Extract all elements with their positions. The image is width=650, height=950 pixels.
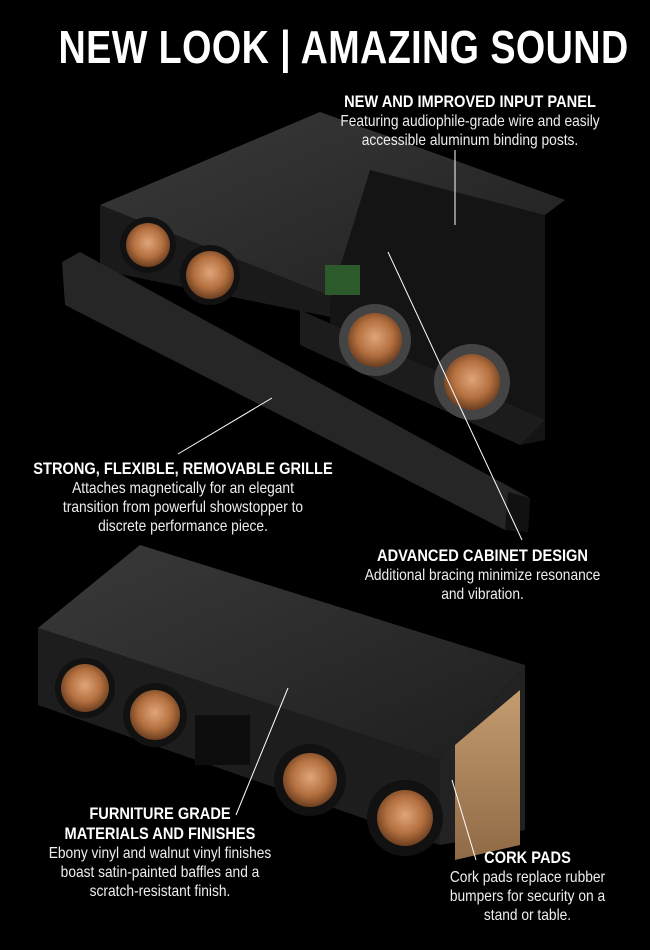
callout-lines (177, 150, 523, 861)
callout-heading: MATERIALS AND FINISHES (64, 824, 256, 843)
woofer-3 (348, 313, 402, 367)
top-speaker-cabinet (100, 112, 565, 445)
callout-heading: STRONG, FLEXIBLE, REMOVABLE GRILLE (33, 459, 333, 478)
callout-grille: STRONG, FLEXIBLE, REMOVABLE GRILLE Attac… (33, 459, 333, 535)
cork-line (451, 779, 477, 861)
callout-input-panel: NEW AND IMPROVED INPUT PANEL Featuring a… (324, 92, 616, 150)
crossover-board (325, 265, 360, 295)
cabinet-top-face-bottom (38, 545, 525, 760)
page-title: NEW LOOK | AMAZING SOUND (58, 21, 629, 73)
cabinet-line (387, 251, 523, 541)
callout-heading: FURNITURE GRADE (89, 804, 231, 823)
callout-heading: NEW AND IMPROVED INPUT PANEL (344, 92, 596, 111)
woofer-2 (186, 251, 234, 299)
callout-heading: CORK PADS (484, 848, 571, 867)
callout-furniture: FURNITURE GRADE MATERIALS AND FINISHES E… (31, 804, 289, 901)
callout-cabinet: ADVANCED CABINET DESIGN Additional braci… (351, 546, 613, 604)
callout-cork: CORK PADS Cork pads replace rubber bumpe… (435, 848, 620, 925)
furniture-line (235, 687, 289, 816)
bottom-speaker-cabinet (38, 545, 525, 860)
woofer-1 (126, 223, 170, 267)
removable-grille (62, 252, 530, 532)
woofer-4 (444, 354, 500, 410)
grille-line (177, 397, 273, 455)
callout-heading: ADVANCED CABINET DESIGN (377, 546, 588, 565)
cork-pad (455, 690, 520, 860)
horn-tweeter (195, 715, 250, 765)
